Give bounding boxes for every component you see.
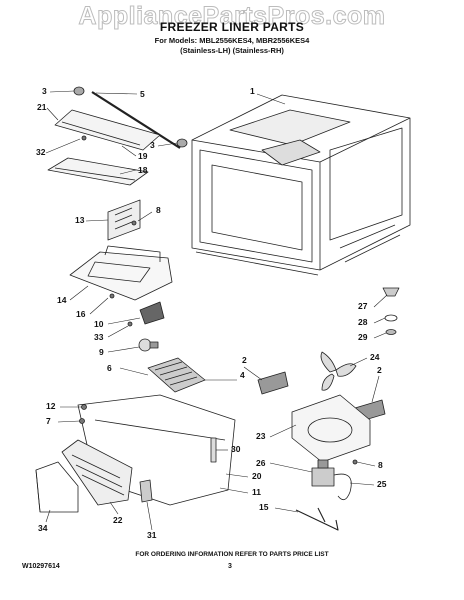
cover-box-part-34 bbox=[35, 461, 79, 513]
callout-30: 30 bbox=[231, 444, 241, 454]
screw-parts bbox=[79, 135, 358, 465]
callout-23: 23 bbox=[256, 431, 266, 441]
callout-14: 14 bbox=[57, 295, 67, 305]
callout-6: 6 bbox=[107, 363, 112, 373]
callout-19: 19 bbox=[138, 151, 148, 161]
bulb-part-9 bbox=[138, 338, 159, 352]
callout-8-lower: 8 bbox=[378, 460, 383, 470]
callout-34: 34 bbox=[38, 523, 48, 533]
callout-7: 7 bbox=[46, 416, 51, 426]
bracket-part-13 bbox=[107, 199, 141, 241]
motor-bracket-part-15 bbox=[295, 507, 339, 531]
callout-1: 1 bbox=[250, 86, 255, 96]
callout-3-top: 3 bbox=[42, 86, 47, 96]
callout-24: 24 bbox=[370, 352, 380, 362]
fan-motor-part-26 bbox=[311, 459, 352, 501]
switch-part-10 bbox=[139, 301, 165, 325]
callout-10: 10 bbox=[94, 319, 104, 329]
callout-25: 25 bbox=[377, 479, 387, 489]
callout-4: 4 bbox=[240, 370, 245, 380]
callout-22: 22 bbox=[113, 515, 123, 525]
model-list: For Models: MBL2556KES4, MBR2556KES4 bbox=[154, 36, 310, 45]
cap-part-27 bbox=[382, 287, 400, 335]
callout-29: 29 bbox=[358, 332, 368, 342]
clip-part-31 bbox=[139, 479, 153, 503]
page-title: FREEZER LINER PARTS bbox=[159, 20, 305, 34]
rail-part-18 bbox=[47, 157, 149, 186]
rod-part-5 bbox=[91, 91, 181, 149]
tube-part-30 bbox=[210, 437, 217, 463]
callout-12: 12 bbox=[46, 401, 56, 411]
front-grille-part-22 bbox=[61, 439, 133, 506]
ordering-note: FOR ORDERING INFORMATION REFER TO PARTS … bbox=[135, 551, 329, 558]
callout-21: 21 bbox=[37, 102, 47, 112]
callout-2-left: 2 bbox=[242, 355, 247, 365]
shelf-part-14 bbox=[69, 245, 173, 301]
callout-15: 15 bbox=[259, 502, 269, 512]
callout-33: 33 bbox=[94, 332, 104, 342]
callout-27: 27 bbox=[358, 301, 368, 311]
callout-18: 18 bbox=[138, 165, 148, 175]
freezer-liner-part-1 bbox=[191, 94, 411, 276]
callout-8-upper: 8 bbox=[156, 205, 161, 215]
watermark: AppliancePartsPros.com bbox=[78, 2, 386, 31]
callout-5: 5 bbox=[140, 89, 145, 99]
callout-3-bottom: 3 bbox=[150, 140, 155, 150]
rail-part-19 bbox=[54, 109, 161, 151]
callout-9: 9 bbox=[99, 347, 104, 357]
fan-blade-part-24 bbox=[320, 351, 357, 391]
callout-31: 31 bbox=[147, 530, 157, 540]
leader-lines bbox=[45, 90, 388, 531]
callout-32: 32 bbox=[36, 147, 46, 157]
document-number: W10297614 bbox=[22, 563, 60, 570]
callout-11: 11 bbox=[252, 487, 261, 497]
model-variants: (Stainless-LH) (Stainless-RH) bbox=[180, 46, 284, 55]
callout-16: 16 bbox=[76, 309, 86, 319]
page-number: 3 bbox=[228, 563, 232, 570]
callout-13: 13 bbox=[75, 215, 85, 225]
callout-26: 26 bbox=[256, 458, 266, 468]
callout-20: 20 bbox=[252, 471, 262, 481]
callout-28: 28 bbox=[358, 317, 368, 327]
callout-2-right: 2 bbox=[377, 365, 382, 375]
grille-part-4 bbox=[147, 357, 206, 393]
fan-housing-part-23 bbox=[291, 394, 371, 463]
